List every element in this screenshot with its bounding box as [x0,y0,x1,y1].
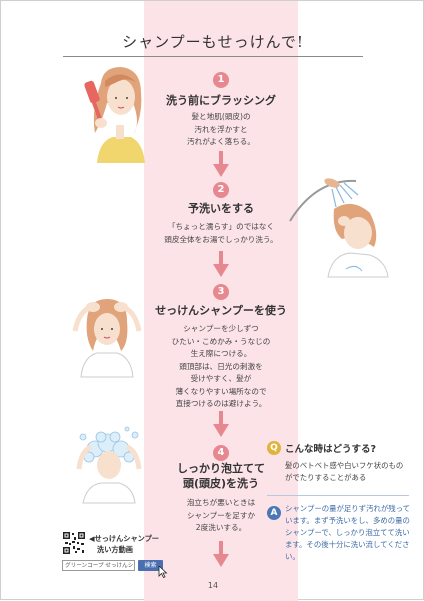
step-4-heading: しっかり泡立てて 頭(頭皮)を洗う [144,461,298,491]
question-badge: Q [267,441,281,455]
cursor-icon [158,566,168,578]
step-4-body: 泡立ちが悪いときは シャンプーを足すか 2度洗いする。 [144,497,298,535]
center-pink-band [144,1,298,601]
step-3-line: 生え際につける。 [190,349,252,358]
step-3-line: 直接つけるのは避けよう。 [175,399,267,408]
step-3-heading: せっけんシャンプーを使う [155,304,287,317]
video-label-line: 洗い方動画 [97,545,133,554]
search-input[interactable]: グリーンコープ せっけんシャンプー [62,560,135,571]
step-2-line: 「ちょっと濡らす」のではなく [167,222,275,231]
qr-code-icon[interactable] [62,531,86,555]
step-4-line: 泡立ちが悪いときは [186,498,256,507]
step-2-body: 「ちょっと濡らす」のではなく 頭皮全体をお湯でしっかり洗う。 [144,221,298,246]
step-3-number: 3 [213,284,229,300]
search-button[interactable]: 検索 [138,560,163,571]
step-2-heading: 予洗いをする [188,202,254,215]
step-2-number: 2 [213,182,229,198]
page-title: シャンプーもせっけんで! [122,33,304,51]
title-underline [63,56,363,57]
question-title: こんな時はどうする? [285,444,377,455]
step-3-line: ひたい・こめかみ・うなじの [171,336,271,346]
video-link-label[interactable]: ◀せっけんシャンプー 洗い方動画 [89,533,159,555]
step-1-heading: 洗う前にブラッシング [166,94,276,107]
step-1-line: 汚れを浮かすと [194,124,248,134]
answer-badge: A [267,506,281,520]
step-1-line: 髪と地肌(頭皮)の [191,112,251,121]
shower-illustration [289,178,389,278]
video-label-line: ◀せっけんシャンプー [89,534,159,543]
hairbrush-illustration [84,67,145,163]
step-3-line: 受けやすく、髪が [190,374,252,383]
step-3-line: 薄くなりやすい場所なので [175,386,267,396]
step-3-body: シャンプーを少しずつ ひたい・こめかみ・うなじの 生え際につける。 頭頂部は、日… [144,323,298,411]
scalp-shampoo-illustration [72,299,142,378]
step-4-line: 2度洗いする。 [195,523,247,532]
step-4-heading-line: しっかり泡立てて [177,462,265,475]
question-body: 髪のベトベト感や白いフケ状のものがでたりすることがある [285,461,404,482]
step-1-number: 1 [213,72,229,88]
step-4-number: 4 [213,445,229,461]
answer-body: シャンプーの量が足りず汚れが残っています。まず予洗いをし、多めの量のシャンプーで… [285,504,411,561]
down-arrow-icon [213,541,229,567]
foam-wash-illustration [76,426,142,504]
down-arrow-icon [213,151,229,177]
step-3-line: 頭頂部は、日光の刺激を [179,361,263,371]
down-arrow-icon [213,411,229,437]
qa-divider [267,495,409,496]
page-number: 14 [207,581,219,590]
step-2-line: 頭皮全体をお湯でしっかり洗う。 [164,234,278,244]
step-1-body: 髪と地肌(頭皮)の 汚れを浮かすと 汚れがよく落ちる。 [144,111,298,149]
step-3-line: シャンプーを少しずつ [183,324,259,333]
down-arrow-icon [213,251,229,277]
step-4-heading-line: 頭(頭皮)を洗う [182,477,260,490]
step-1-line: 汚れがよく落ちる。 [187,137,255,146]
step-4-line: シャンプーを足すか [186,510,256,520]
